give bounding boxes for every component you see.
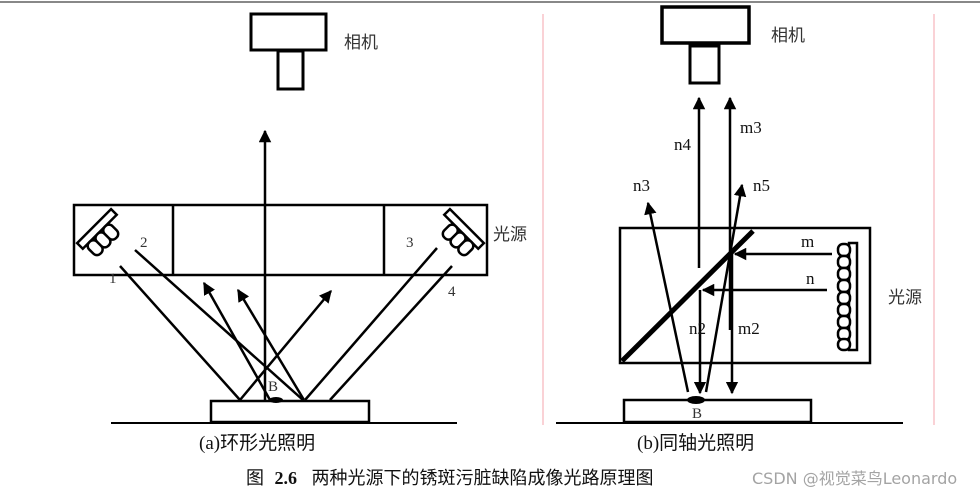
ray-label-n: n <box>806 269 815 288</box>
figure-prefix: 图 <box>246 468 264 488</box>
ray-label-m3: m3 <box>740 118 762 137</box>
defect-label-a: B <box>268 379 278 395</box>
camera-icon <box>249 12 328 91</box>
watermark: CSDN @视觉菜鸟Leonardo <box>752 469 957 488</box>
ray-label-n2: n2 <box>689 319 706 338</box>
panel-b-coaxial-light: 相机 光源 <box>542 5 935 454</box>
camera-label: 相机 <box>344 33 378 53</box>
ray-label-n4: n4 <box>674 135 692 154</box>
panel-a-ring-light: 相机 光源 1 2 3 4 <box>72 12 527 454</box>
led-label-2: 2 <box>140 235 148 251</box>
figure-number: 2.6 <box>275 468 298 488</box>
led-label-1: 1 <box>109 271 117 287</box>
figure-title: 两种光源下的锈斑污脏缺陷成像光路原理图 <box>312 468 654 488</box>
sample-block-b <box>622 398 813 424</box>
light-source-label: 光源 <box>888 288 922 308</box>
ray-label-m: m <box>801 232 814 251</box>
camera-icon <box>660 5 751 85</box>
led-label-4: 4 <box>448 284 456 300</box>
camera-label: 相机 <box>771 26 805 46</box>
led-cluster-right-icon <box>441 207 486 257</box>
rays <box>644 96 832 395</box>
svg-text:图 2.6 两种光源下的锈斑污脏缺陷: 图 2.6 两种光源下的锈斑污脏缺陷成像光路原理图 <box>246 468 654 488</box>
defect-spot-b <box>687 396 705 404</box>
ray-label-n3: n3 <box>633 176 650 195</box>
figure-caption: 图 2.6 两种光源下的锈斑污脏缺陷成像光路原理图 <box>246 468 654 488</box>
defect-label-b: B <box>692 406 702 422</box>
led-strip-icon <box>836 241 859 352</box>
reflected-beams <box>202 129 332 405</box>
sample-block-a <box>209 399 371 424</box>
beam-splitter <box>620 229 755 363</box>
led-label-3: 3 <box>406 235 414 251</box>
caption-a: (a)环形光照明 <box>199 432 315 454</box>
defect-spot-a <box>269 397 283 403</box>
led-cluster-left-icon <box>75 207 120 257</box>
caption-b: (b)同轴光照明 <box>637 432 754 454</box>
ray-label-m2: m2 <box>738 319 760 338</box>
light-source-label: 光源 <box>493 225 527 245</box>
ray-label-n5: n5 <box>753 176 770 195</box>
incident-beams <box>119 247 453 401</box>
coaxial-housing <box>618 226 872 365</box>
ring-light-housing <box>72 203 489 277</box>
